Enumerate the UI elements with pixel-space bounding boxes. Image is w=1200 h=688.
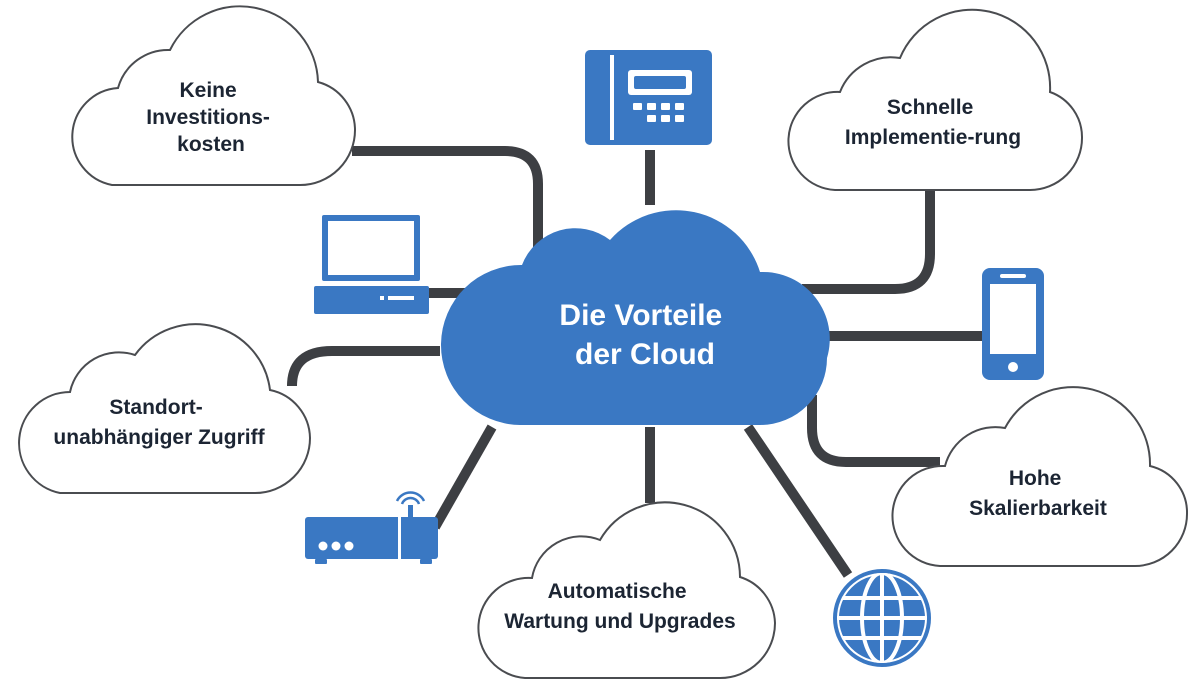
laptop-icon xyxy=(314,215,429,314)
connectors xyxy=(287,146,985,578)
benefit-cloud-fast-implementation: Schnelle Implementie-rung xyxy=(787,8,1084,191)
benefit-line: Schnelle xyxy=(887,96,973,119)
benefit-label: Hohe Skalierbarkeit xyxy=(969,467,1107,520)
central-cloud: Die Vorteile der Cloud xyxy=(440,210,830,425)
cloud-outline xyxy=(18,323,312,494)
center-line: Die Vorteile xyxy=(559,299,722,332)
benefit-cloud-location-independent: Standort- unabhängiger Zugriff xyxy=(18,323,312,494)
benefit-line: Keine xyxy=(179,79,236,102)
wifi-router-icon xyxy=(305,491,438,564)
globe-icon xyxy=(833,569,931,667)
connector-location-independent xyxy=(287,346,440,387)
benefit-line: Wartung und Upgrades xyxy=(504,610,735,633)
connector-fast-implementation xyxy=(802,188,935,294)
connector-scalability xyxy=(807,395,940,467)
benefit-label: Keine Investitions- kosten xyxy=(146,79,276,156)
cloud-outline xyxy=(787,8,1084,191)
connector-no-investment xyxy=(352,146,543,255)
benefit-line: Standort- xyxy=(109,396,202,419)
benefit-cloud-scalability: Hohe Skalierbarkeit xyxy=(891,386,1189,567)
benefit-line: Investitions- xyxy=(146,106,270,129)
benefit-line: Automatische xyxy=(548,580,687,603)
benefit-cloud-no-investment: Keine Investitions- kosten xyxy=(71,5,357,186)
benefit-label: Automatische Wartung und Upgrades xyxy=(504,580,735,633)
center-line: der Cloud xyxy=(575,338,715,371)
connector-router xyxy=(430,424,497,530)
central-cloud-shape xyxy=(440,210,830,425)
benefit-label: Schnelle Implementie-rung xyxy=(845,96,1021,149)
smartphone-icon xyxy=(982,268,1044,380)
benefit-line: Implementie-rung xyxy=(845,126,1021,149)
benefit-line: Skalierbarkeit xyxy=(969,497,1107,520)
desk-phone-icon xyxy=(585,50,712,145)
cloud-outline xyxy=(891,386,1189,567)
benefit-line: Hohe xyxy=(1009,467,1062,490)
center-label: Die Vorteile der Cloud xyxy=(559,299,730,371)
cloud-outline xyxy=(71,5,357,186)
connector-globe xyxy=(743,424,853,578)
benefit-cloud-automatic-maintenance: Automatische Wartung und Upgrades xyxy=(477,501,777,679)
benefit-line: unabhängiger Zugriff xyxy=(53,426,265,449)
cloud-outline xyxy=(477,501,777,679)
benefit-line: kosten xyxy=(177,133,245,156)
benefit-label: Standort- unabhängiger Zugriff xyxy=(53,396,265,449)
